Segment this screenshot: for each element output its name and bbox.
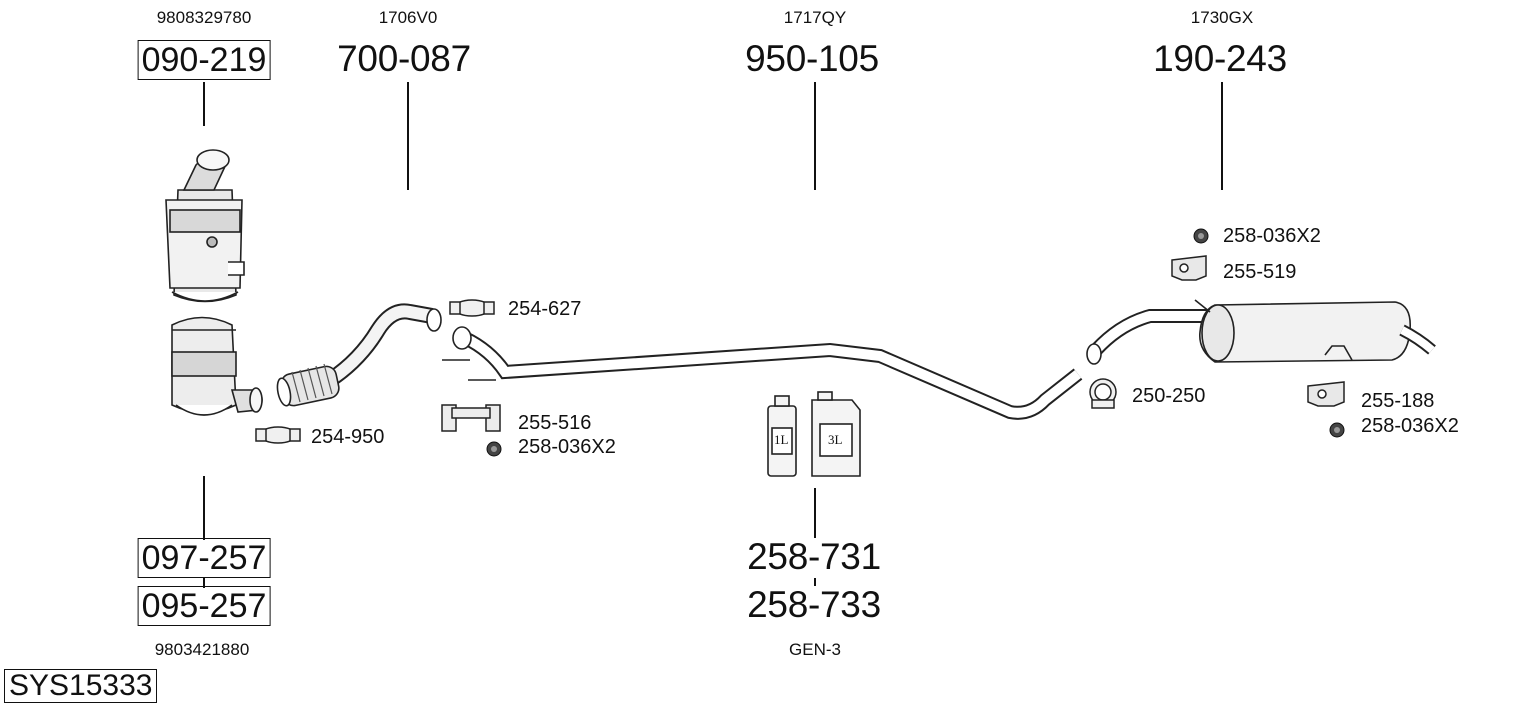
oem-number: 9808329780 <box>156 8 252 27</box>
part-number-090-219[interactable]: 090-219 <box>137 40 271 80</box>
accessory-label-250-250[interactable]: 250-250 <box>1132 385 1206 407</box>
part-number-700-087[interactable]: 700-087 <box>337 38 471 79</box>
paste-can-icon <box>811 391 861 477</box>
accessory-label-255-519[interactable]: 255-519 <box>1223 261 1297 283</box>
accessory-label-254-950[interactable]: 254-950 <box>311 426 385 448</box>
accessory-label-255-188[interactable]: 255-188 <box>1361 390 1435 412</box>
front-pipe-icon <box>276 303 442 407</box>
clamp-250-250-icon <box>1089 378 1117 409</box>
part-number-258-731[interactable]: 258-731 <box>747 536 881 577</box>
accessory-label-254-627[interactable]: 254-627 <box>508 298 582 320</box>
accessory-label-255-516[interactable]: 255-516 <box>518 412 592 434</box>
can-volume-label: 3L <box>828 432 843 447</box>
catalyst-upper-icon <box>165 149 245 303</box>
clamp-254-950-icon <box>255 426 301 444</box>
part-number-950-105[interactable]: 950-105 <box>745 38 879 79</box>
oem-number: 9803421880 <box>154 640 250 659</box>
particulate-filter-icon <box>171 316 263 416</box>
bracket-255-516-icon <box>441 404 501 432</box>
accessory-label-258-036X2[interactable]: 258-036X2 <box>1361 415 1459 437</box>
oem-number: 1706V0 <box>378 8 438 27</box>
accessory-label-258-036X2[interactable]: 258-036X2 <box>1223 225 1321 247</box>
oem-number: 1717QY <box>783 8 847 27</box>
part-number-097-257[interactable]: 097-257 <box>137 538 271 578</box>
system-code: SYS15333 <box>4 669 158 703</box>
part-number-095-257[interactable]: 095-257 <box>137 586 271 626</box>
part-number-190-243[interactable]: 190-243 <box>1153 38 1287 79</box>
accessory-label-258-036X2[interactable]: 258-036X2 <box>518 436 616 458</box>
paste-bottle-icon <box>767 395 797 477</box>
bottle-volume-label: 1L <box>774 432 789 447</box>
hanger-255-519-icon <box>1171 255 1207 281</box>
oem-number: 1730GX <box>1190 8 1254 27</box>
rear-silencer-icon <box>1086 299 1436 365</box>
middle-pipe-icon <box>442 326 1083 420</box>
part-number-258-733[interactable]: 258-733 <box>747 584 881 625</box>
clamp-254-627-icon <box>449 299 495 317</box>
generation-note: GEN-3 <box>789 640 841 659</box>
hanger-255-188-icon <box>1307 381 1345 407</box>
